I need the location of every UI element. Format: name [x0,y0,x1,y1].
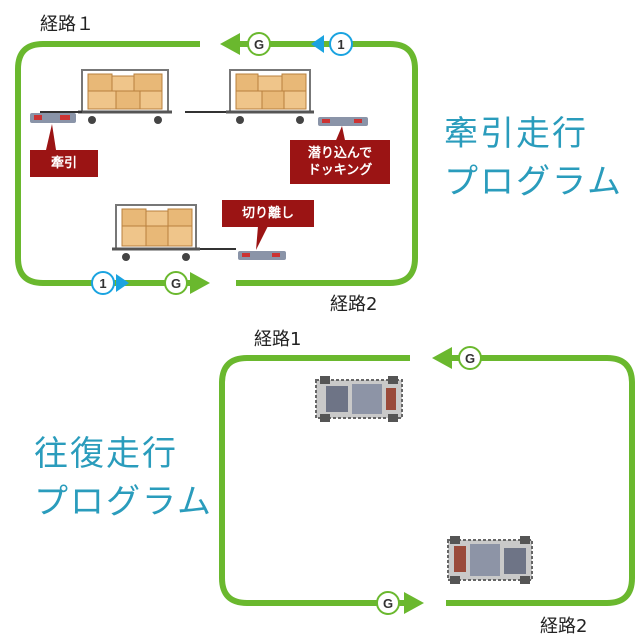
towing-loop [15,41,418,286]
towing-route2-label: 経路2 [330,294,378,315]
towing-start-marker-bottom-label: 1 [99,276,106,291]
towing-goal-marker-bottom-label: G [171,276,181,291]
towing-goal-marker-bottom: G [164,271,188,295]
cart-with-boxes-right [226,69,314,124]
shuttle-goal-marker-top-label: G [465,351,475,366]
towing-goal-marker-top: G [247,32,271,56]
shuttle-robot-bottom [447,536,533,584]
shuttle-loop [219,355,635,606]
callout-dock: 潜り込んで ドッキング [290,140,390,184]
shuttle-robot-top [315,376,403,422]
cart-with-boxes-left [78,69,172,124]
shuttle-program-title: 往復走行 プログラム [34,430,213,526]
towing-arrow-top [220,33,240,55]
towing-start-marker-top-label: 1 [337,37,344,52]
towing-goal-marker-top-label: G [254,37,264,52]
callout-tow: 牽引 [30,150,98,177]
agv-robot-docking [318,117,368,126]
callout-detach: 切り離し [222,200,314,227]
cart-with-boxes-bottom [112,204,200,261]
towing-title-line2: プログラム [444,162,623,202]
shuttle-arrow-top [432,347,452,369]
callout-dock-line2: ドッキング [307,163,373,178]
shuttle-arrow-bottom [404,592,424,614]
callout-detach-text: 切り離し [241,206,294,221]
towing-title-line1: 牽引走行 [444,114,588,154]
shuttle-route2-label: 経路2 [540,616,588,637]
callout-tow-pointer [46,124,56,150]
agv-robot-detached [238,251,286,260]
shuttle-route1-label: 経路1 [254,329,302,350]
towing-program-title: 牽引走行 プログラム [444,110,623,206]
agv-robot-tow [30,113,76,123]
towing-start-marker-top: 1 [311,32,353,56]
shuttle-goal-marker-bottom: G [376,591,400,615]
callout-dock-line1: 潜り込んで [307,146,373,161]
callout-tow-text: 牽引 [50,156,77,171]
shuttle-goal-marker-top: G [458,346,482,370]
towing-arrow-bottom [190,272,210,294]
callout-detach-pointer [256,226,268,250]
shuttle-title-line1: 往復走行 [34,434,178,474]
towing-start-marker-bottom: 1 [91,271,129,295]
towing-route1-label: 経路１ [40,14,94,35]
shuttle-goal-marker-bottom-label: G [383,596,393,611]
shuttle-title-line2: プログラム [34,482,213,522]
